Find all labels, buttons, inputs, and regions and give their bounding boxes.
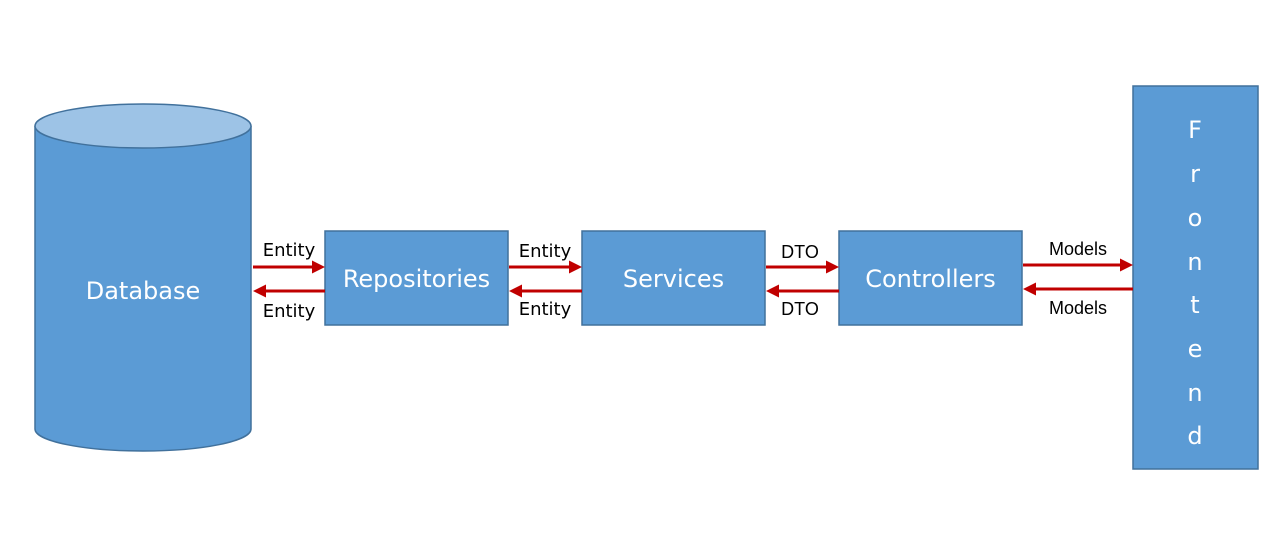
edge-services-controllers: DTO DTO xyxy=(766,242,839,319)
edge-backward-label: Entity xyxy=(263,301,316,322)
arrow-left-head xyxy=(1023,282,1036,296)
services-label: Services xyxy=(623,265,724,293)
controllers-label: Controllers xyxy=(865,265,996,293)
frontend-letter: F xyxy=(1188,116,1202,144)
arrow-left-head xyxy=(766,284,779,298)
services-node: Services xyxy=(581,230,766,326)
edge-forward-label: Entity xyxy=(263,240,316,261)
edge-backward-label: Models xyxy=(1049,298,1107,318)
arrow-left-head xyxy=(509,284,522,298)
frontend-letter: n xyxy=(1187,248,1202,276)
edge-repositories-services: Entity Entity xyxy=(509,241,582,320)
frontend-node: F r o n t e n d xyxy=(1132,85,1259,470)
edge-controllers-frontend: Models Models xyxy=(1023,239,1133,318)
frontend-box xyxy=(1132,85,1259,470)
edge-database-repositories: Entity Entity xyxy=(253,240,325,322)
edge-forward-label: Entity xyxy=(519,241,572,262)
edge-backward-label: Entity xyxy=(519,299,572,320)
frontend-letter: d xyxy=(1187,422,1202,450)
arrow-right-head xyxy=(826,260,839,274)
arrow-right-head xyxy=(312,260,325,274)
frontend-letter: e xyxy=(1188,335,1203,363)
arrow-left-head xyxy=(253,284,266,298)
services-box xyxy=(581,230,766,326)
database-label: Database xyxy=(86,277,201,305)
frontend-letter: t xyxy=(1190,291,1199,319)
edge-forward-label: Models xyxy=(1049,239,1107,259)
arrow-right-head xyxy=(1120,258,1133,272)
frontend-letter: r xyxy=(1190,160,1200,188)
arrow-right-head xyxy=(569,260,582,274)
database-node: Database xyxy=(34,103,252,452)
controllers-box xyxy=(838,230,1023,326)
edge-forward-label: DTO xyxy=(781,242,819,262)
database-cylinder-body xyxy=(34,126,252,452)
controllers-node: Controllers xyxy=(838,230,1023,326)
database-cylinder-top xyxy=(34,103,252,149)
edge-backward-label: DTO xyxy=(781,299,819,319)
repositories-box xyxy=(324,230,509,326)
repositories-label: Repositories xyxy=(343,265,490,293)
repositories-node: Repositories xyxy=(324,230,509,326)
frontend-letter: o xyxy=(1188,204,1203,232)
frontend-letter: n xyxy=(1187,379,1202,407)
